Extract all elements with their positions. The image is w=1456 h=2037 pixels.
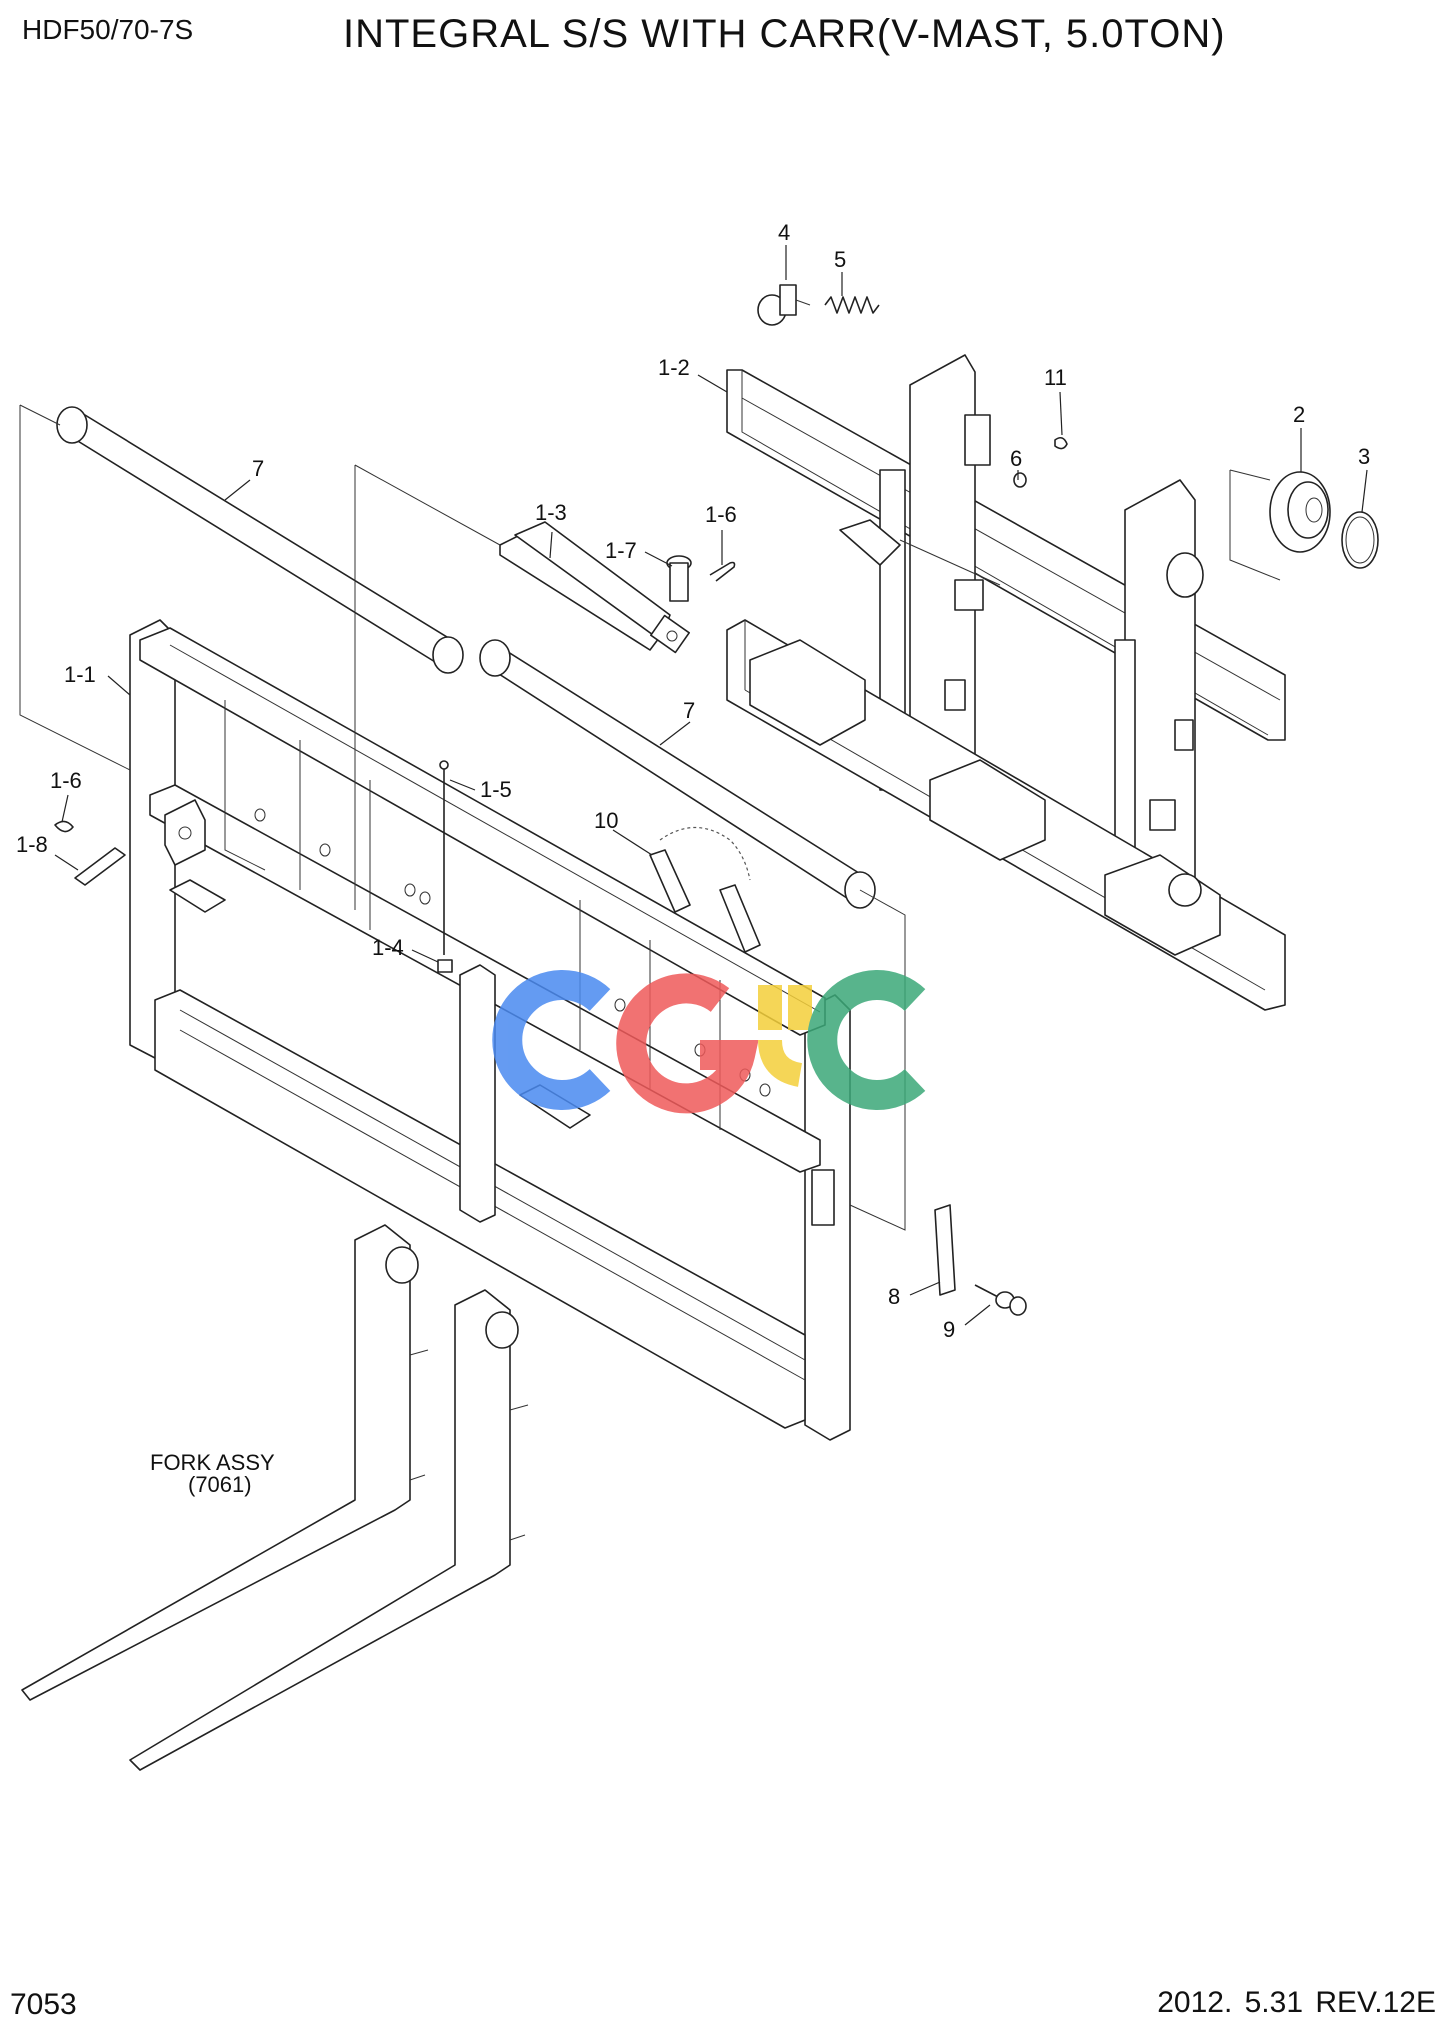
guide-roller-bearing: [1269, 471, 1331, 553]
callout-5: 5: [834, 247, 846, 272]
bolt-set: [974, 1284, 1027, 1316]
block-1-4: [437, 959, 453, 973]
callout-8: 8: [888, 1284, 900, 1309]
callout-3: 3: [1358, 444, 1370, 469]
callout-11: 11: [1044, 365, 1067, 390]
mounting-plate: [934, 1204, 956, 1296]
split-pin-upper: [709, 561, 736, 582]
side-shift-pin: [757, 284, 811, 326]
callout-1-5: 1-5: [480, 777, 512, 802]
callout-6: 6: [1010, 446, 1022, 471]
side-shift-cylinder: [499, 521, 690, 654]
page-title: INTEGRAL S/S WITH CARR(V-MAST, 5.0TON): [343, 12, 1226, 56]
revision-date: 2012. 5.31 REV.12E: [1157, 1986, 1436, 2019]
fork-assy-ref: (7061): [188, 1472, 252, 1497]
fork-assy-label: FORK ASSY: [150, 1450, 275, 1475]
callout-labels: 4 5 1-2 11 2 3 6 7 1-3 1-7 1-6 1-1 7 1-6…: [16, 220, 1370, 1342]
chain-with-pins: [649, 827, 761, 953]
roller-stub: [1166, 552, 1204, 598]
callout-7-lower: 7: [683, 698, 695, 723]
callout-1-6-left: 1-6: [50, 768, 82, 793]
clip: [1054, 436, 1068, 450]
fork-assy: [21, 1224, 529, 1771]
callout-7-upper: 7: [252, 456, 264, 481]
cylinder-pin: [666, 555, 692, 602]
callout-2: 2: [1293, 402, 1305, 427]
side-pin-left: [54, 820, 126, 886]
callout-1-1: 1-1: [64, 662, 96, 687]
shaft-upper: [56, 406, 464, 674]
callout-10: 10: [594, 808, 618, 833]
callout-1-4: 1-4: [372, 935, 404, 960]
spring: [824, 296, 880, 314]
spacer-washer: [1013, 472, 1027, 488]
callout-4: 4: [778, 220, 790, 245]
watermark-logo: [492, 970, 926, 1114]
page-number: 7053: [10, 1988, 77, 2021]
callout-9: 9: [943, 1317, 955, 1342]
snap-ring: [1341, 511, 1379, 569]
model-number: HDF50/70-7S: [22, 14, 194, 45]
callout-1-2: 1-2: [658, 355, 690, 380]
shaft-lower: [479, 639, 876, 909]
leader-lines: [54, 245, 1368, 1326]
rear-carriage-frame: [726, 354, 1286, 1011]
callout-1-7: 1-7: [605, 538, 637, 563]
callout-1-8: 1-8: [16, 832, 48, 857]
callout-1-3: 1-3: [535, 500, 567, 525]
callout-1-6-upper: 1-6: [705, 502, 737, 527]
